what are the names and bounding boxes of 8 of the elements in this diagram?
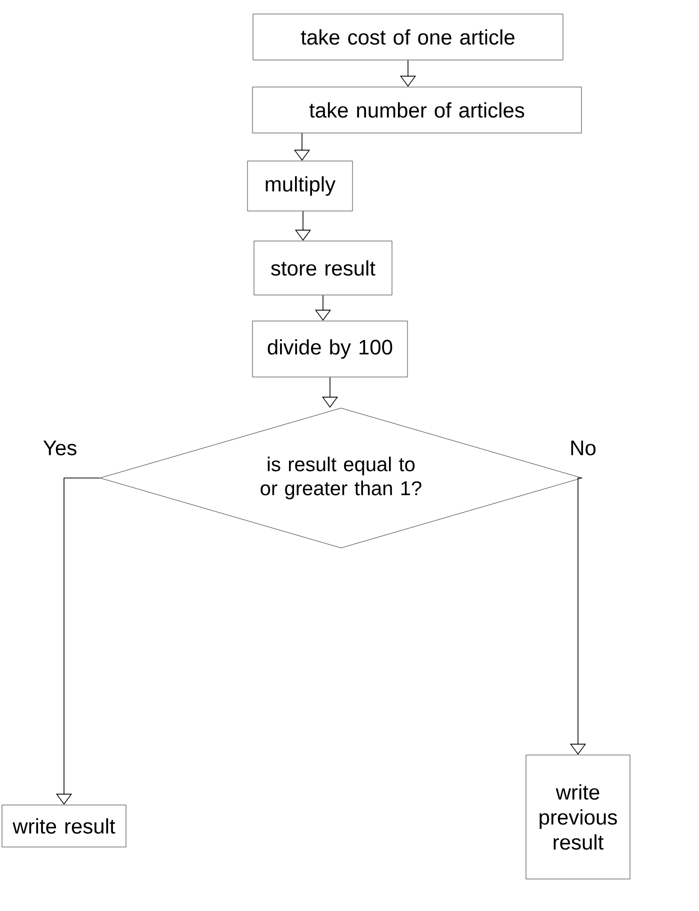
process-box: divide by 100 (252, 320, 408, 378)
process-box: write previous result (526, 754, 630, 880)
edge-label: Yes (42, 440, 78, 456)
process-box: write result (2, 804, 126, 848)
process-box: take number of articles (252, 86, 582, 134)
process-box: take cost of one article (252, 14, 564, 60)
process-box: multiply (247, 160, 353, 212)
process-box: store result (254, 240, 392, 296)
